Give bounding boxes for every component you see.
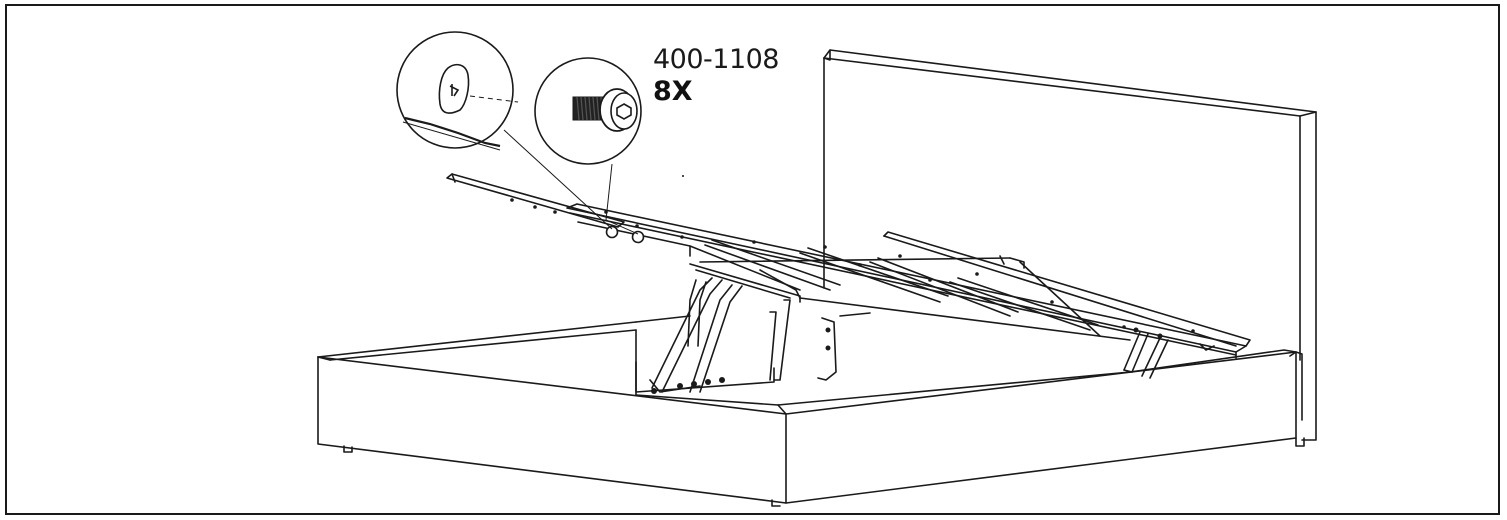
instruction-frame: [5, 4, 1500, 515]
lift-platform: [446, 173, 1251, 359]
lift-mechanism-left: [635, 269, 837, 393]
slotted-hole-icon: [438, 63, 470, 114]
screw-location-marks: [605, 225, 645, 244]
bed-base: [317, 312, 1305, 507]
part-number-label: 400-1108: [653, 44, 780, 75]
quantity-label: 8X: [653, 76, 693, 107]
screw-hole-marker: [605, 225, 619, 239]
screw-hole-marker: [631, 230, 645, 244]
detail-callout-bolt: [534, 57, 642, 235]
frame-holes: [510, 198, 1195, 394]
lift-mechanism-right: [1123, 331, 1215, 379]
hex-socket-bolt-icon: [572, 88, 638, 132]
detail-callout-slot: [396, 31, 613, 230]
headboard: [823, 49, 1317, 441]
